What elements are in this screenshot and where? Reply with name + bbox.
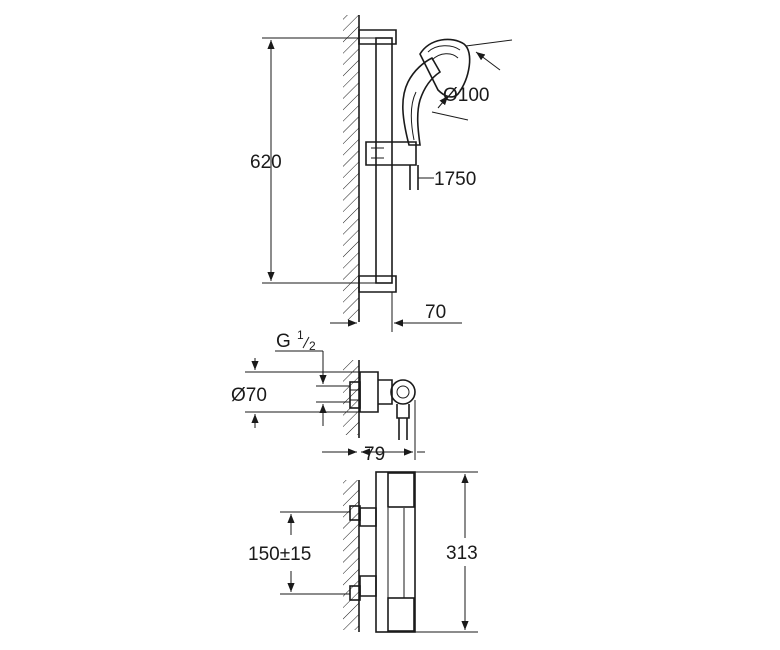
shower-rail-view: 620 Ø100 1750 70 <box>250 15 513 332</box>
valve-body <box>359 371 379 413</box>
label-thread-g: G <box>276 331 291 352</box>
valve-side-view: G 1 2 Ø70 79 <box>231 328 425 465</box>
wall-hatch-mid <box>343 360 359 435</box>
valve-cylinder <box>375 471 416 633</box>
bottom-grip <box>387 597 415 632</box>
rail-slider <box>365 141 417 166</box>
valve-outlet <box>396 404 410 419</box>
label-79: 79 <box>364 444 385 465</box>
shower-hose <box>409 165 419 190</box>
hand-shower <box>402 56 442 146</box>
dim-100-line-b <box>437 95 449 109</box>
wall-hatch-top <box>343 15 359 320</box>
rail-bar <box>375 37 393 284</box>
dim-100-line <box>475 51 501 71</box>
label-313: 313 <box>446 543 478 564</box>
label-thread-den: 2 <box>309 339 316 353</box>
label-thread-num: 1 <box>297 328 304 342</box>
label-70: 70 <box>425 302 446 323</box>
top-bracket <box>358 29 397 45</box>
label-620: 620 <box>250 152 282 173</box>
dim-100-ext-a <box>465 39 513 47</box>
label-150: 150±15 <box>248 544 311 565</box>
top-grip <box>387 472 415 508</box>
valve-knob <box>390 379 416 405</box>
wall-hatch-bottom <box>343 480 359 630</box>
label-1750: 1750 <box>434 169 476 190</box>
valve-front-view: 150±15 313 <box>248 471 478 633</box>
bottom-bracket <box>358 275 397 293</box>
shower-head <box>419 38 471 98</box>
label-diameter-100: Ø100 <box>443 85 489 106</box>
label-diameter-70: Ø70 <box>231 385 267 406</box>
